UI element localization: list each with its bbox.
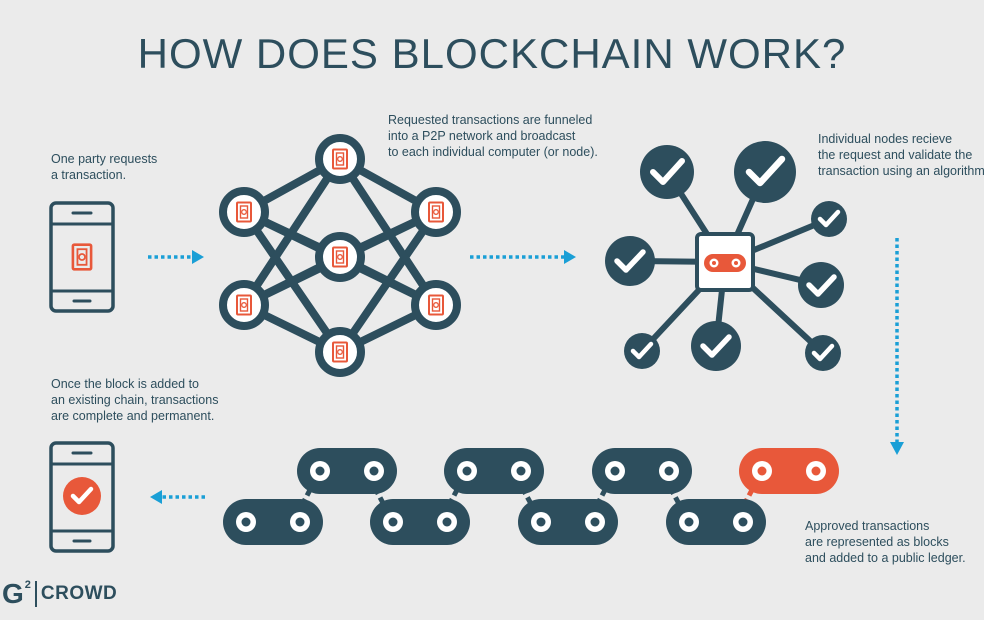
arrow-icon: [470, 250, 576, 264]
check-icon: [691, 321, 741, 371]
phone-icon: [49, 201, 115, 313]
check-icon: [811, 201, 847, 237]
check-icon: [734, 141, 796, 203]
chain-link-icon: [666, 499, 766, 545]
chain-link-icon: [518, 499, 618, 545]
check-icon: [798, 262, 844, 308]
chain-link-icon: [444, 448, 544, 494]
chain-link-icon: [704, 254, 746, 272]
caption-line: and added to a public ledger.: [805, 551, 966, 565]
page-title: HOW DOES BLOCKCHAIN WORK?: [137, 30, 847, 77]
check-icon: [605, 236, 655, 286]
arrow-icon: [890, 238, 904, 455]
arrow-icon: [148, 250, 204, 264]
caption-line: One party requests: [51, 152, 158, 166]
caption-line: Individual nodes recieve: [818, 132, 953, 146]
g2crowd-logo: G 2 CROWD: [2, 578, 117, 610]
caption-line: Approved transactions: [805, 519, 930, 533]
check-icon: [63, 477, 101, 515]
caption-line: a transaction.: [51, 168, 127, 182]
check-icon: [805, 335, 841, 371]
caption-line: to each individual computer (or node).: [388, 145, 598, 159]
logo-superscript: 2: [24, 579, 31, 591]
caption-approved: Approved transactions are represented as…: [805, 518, 966, 566]
block-chain: [223, 448, 839, 545]
caption-validate: Individual nodes recieve the request and…: [818, 131, 984, 179]
caption-line: Once the block is added to: [51, 377, 200, 391]
caption-line: are represented as blocks: [805, 535, 949, 549]
chain-link-icon: [297, 448, 397, 494]
p2p-network: [219, 134, 461, 377]
check-icon: [624, 333, 660, 369]
logo-word: CROWD: [40, 583, 118, 604]
check-icon: [640, 145, 694, 199]
chain-link-icon: [739, 448, 839, 494]
chain-link-icon: [223, 499, 323, 545]
logo-letter: G: [2, 578, 24, 609]
validation-hub: [605, 141, 847, 371]
caption-line: transaction using an algorithm.: [818, 164, 984, 178]
caption-line: into a P2P network and broadcast: [388, 129, 576, 143]
arrow-icon: [150, 490, 205, 504]
caption-line: are complete and permanent.: [51, 409, 215, 423]
caption-complete: Once the block is added to an existing c…: [51, 376, 218, 424]
chain-link-icon: [592, 448, 692, 494]
caption-line: Requested transactions are funneled: [388, 113, 593, 127]
caption-line: an existing chain, transactions: [51, 393, 219, 407]
money-icon: [71, 243, 93, 271]
chain-link-icon: [370, 499, 470, 545]
caption-line: the request and validate the: [818, 148, 973, 162]
caption-broadcast: Requested transactions are funneled into…: [388, 112, 598, 160]
phone-icon: [49, 441, 115, 553]
caption-request: One party requests a transaction.: [51, 151, 157, 183]
logo-divider: [34, 581, 37, 607]
